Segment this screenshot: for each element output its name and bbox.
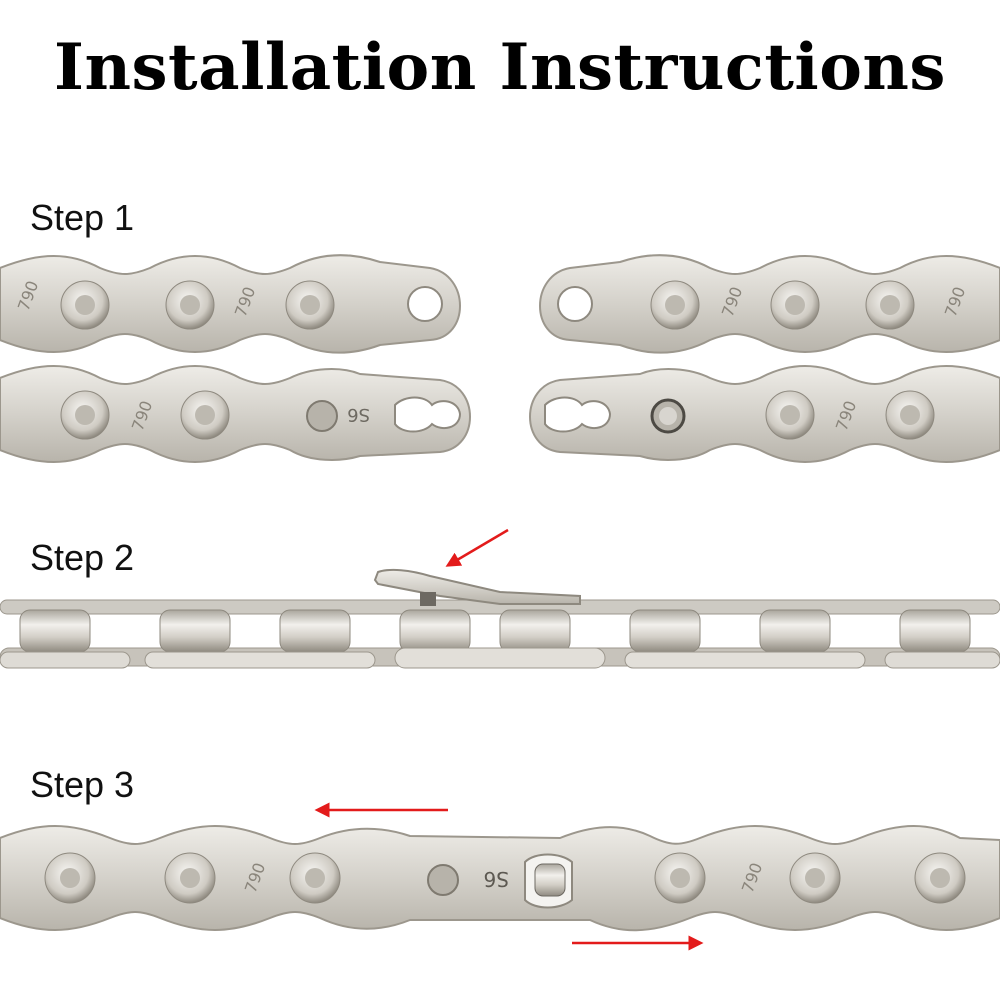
step-3-chain: S6 790 790 xyxy=(0,825,1000,932)
step-2-down-arrow-icon xyxy=(445,528,509,567)
step-1-chain-bottom-right: 790 xyxy=(529,365,1000,463)
step-3-label: Step 3 xyxy=(30,764,135,805)
step-1-quicklink-stamp-left: S6 xyxy=(347,404,370,425)
step-3-quicklink-stamp: S6 xyxy=(484,867,509,891)
page-title: Installation Instructions xyxy=(54,30,946,105)
step-1-label: Step 1 xyxy=(30,197,135,238)
step-1-chain-bottom-left: S6 790 xyxy=(0,365,471,463)
step-1-chain-top-right: 790 790 xyxy=(539,254,1000,354)
step-2-label: Step 2 xyxy=(30,537,135,578)
step-1-chain-top-left: 790 790 xyxy=(0,254,461,354)
step-2-raised-link-plate xyxy=(373,568,581,605)
step-2-chain xyxy=(0,568,1000,669)
